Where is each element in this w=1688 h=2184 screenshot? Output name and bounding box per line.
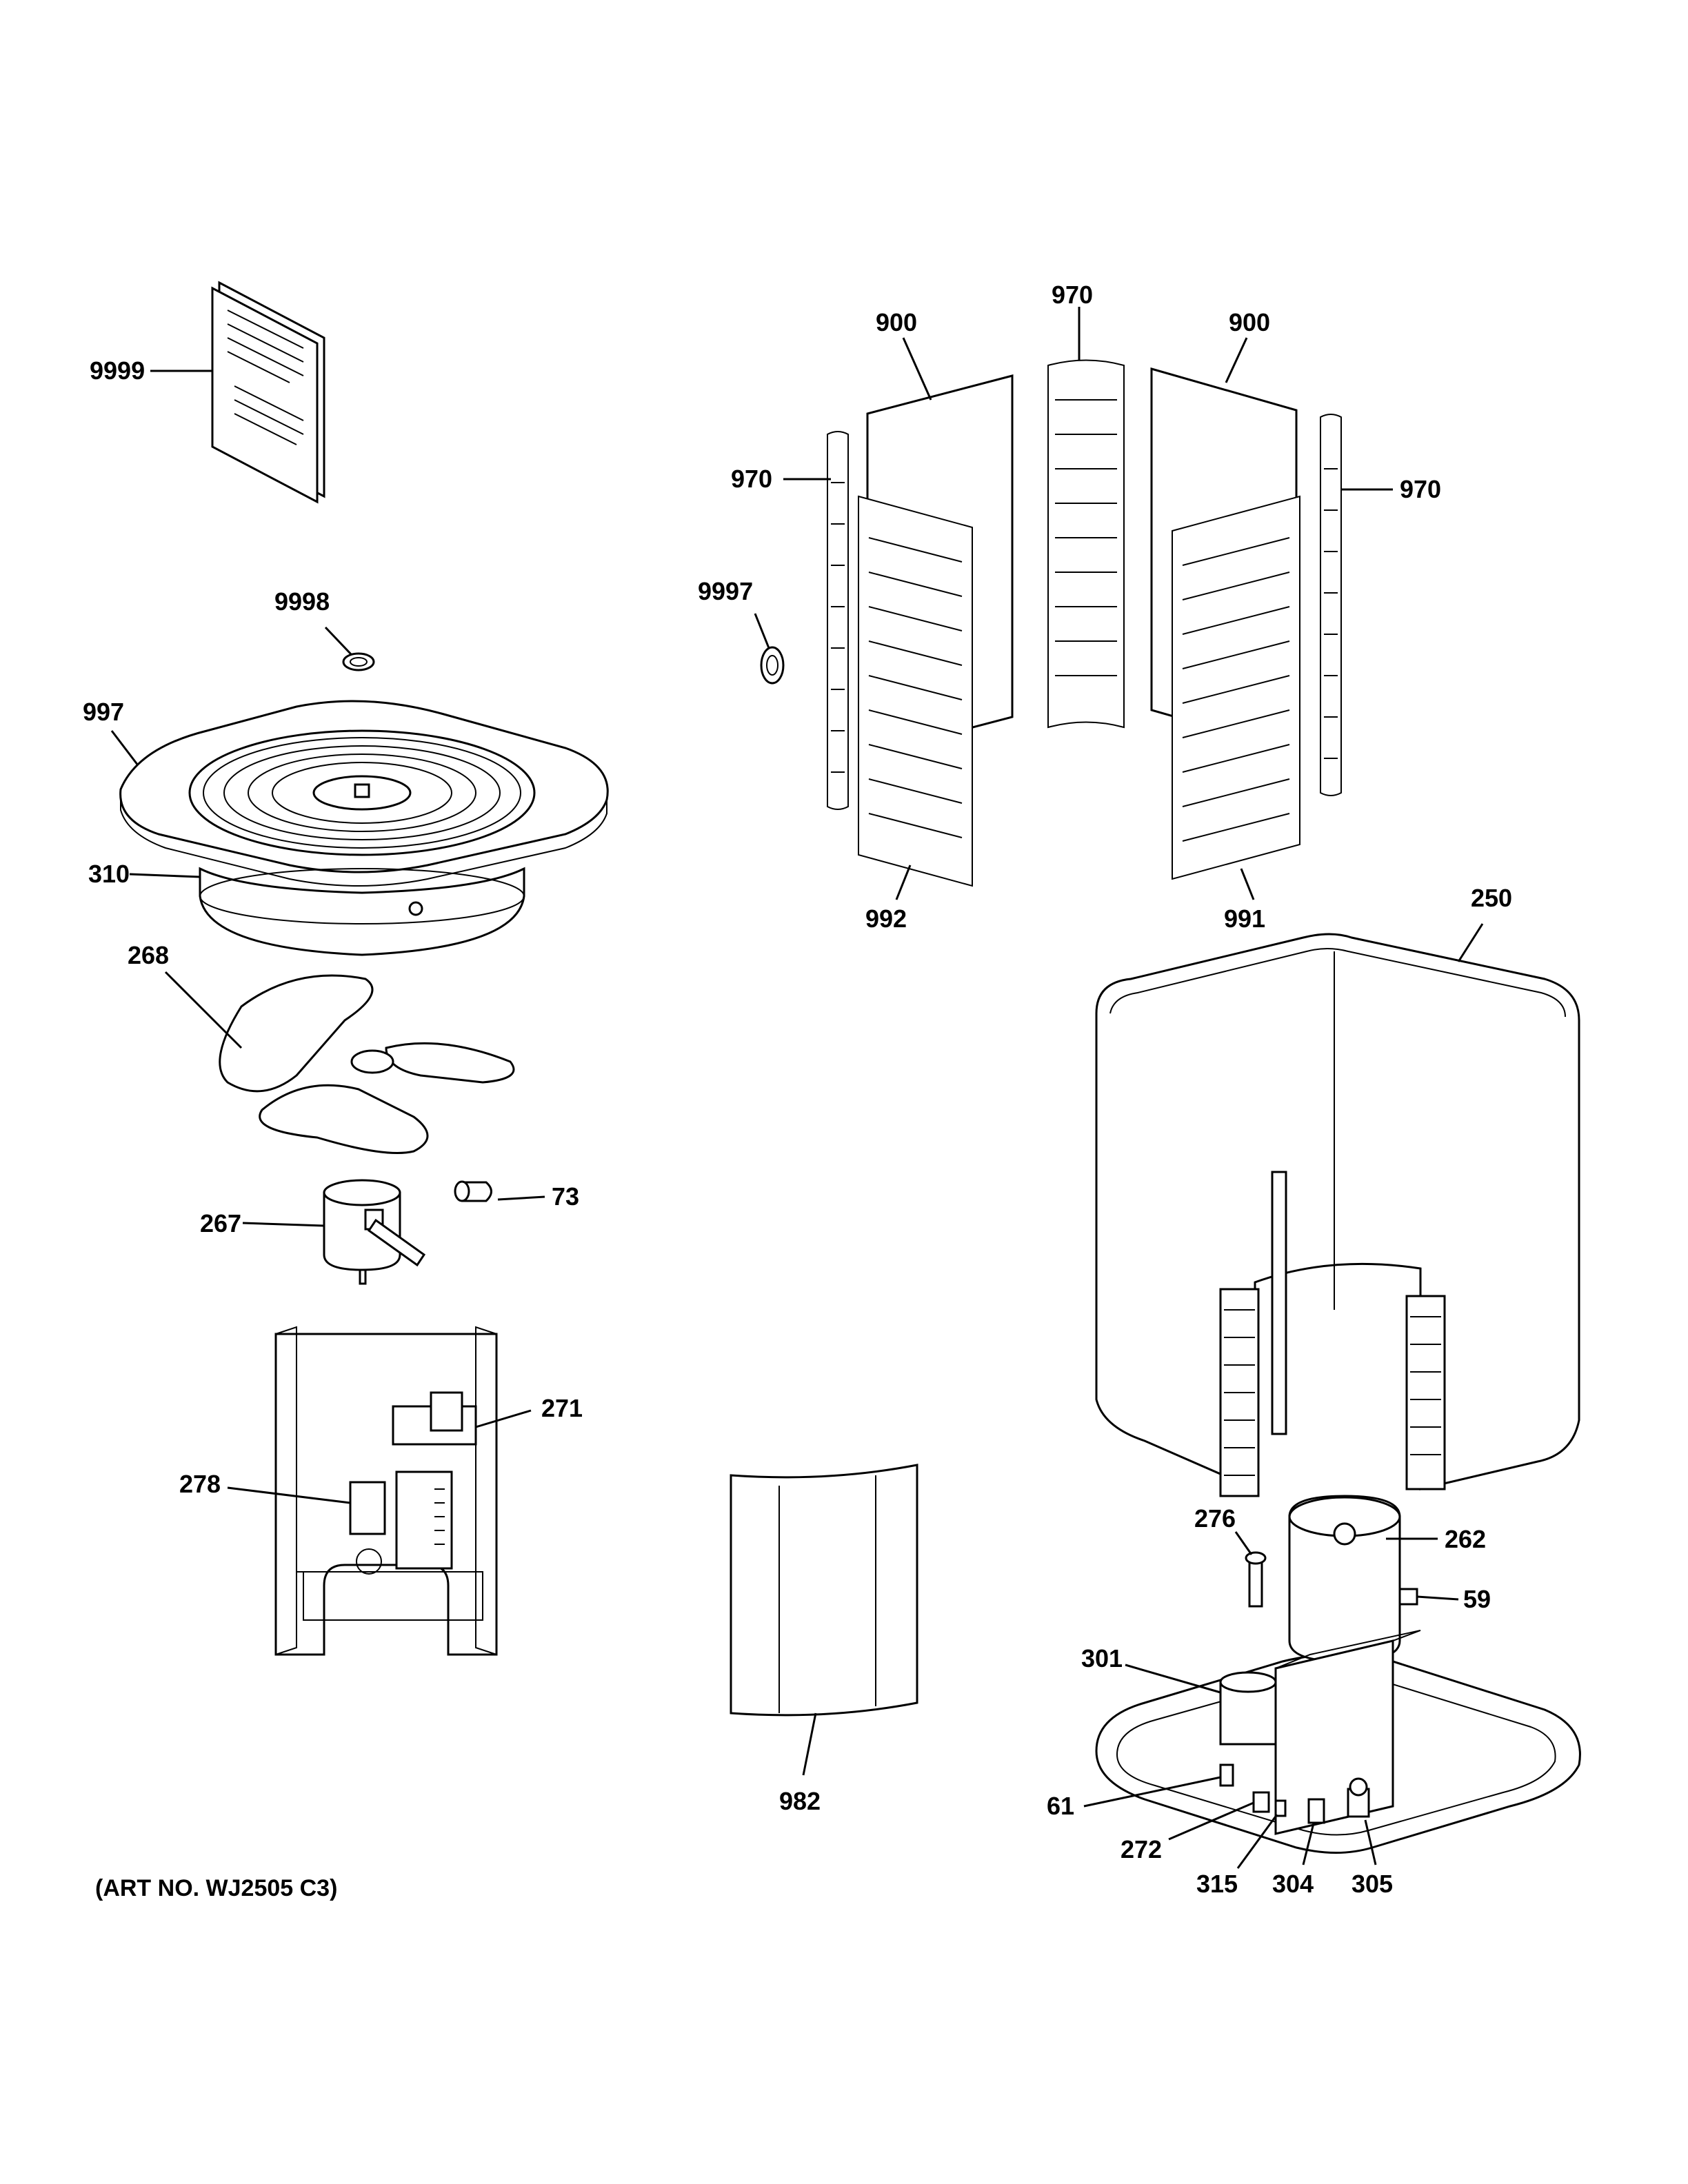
label-267: 267: [200, 1209, 241, 1237]
part-992-left-louver: [858, 495, 973, 887]
part-250-coil: [1095, 933, 1580, 1497]
part-970-right-strip: [1320, 414, 1342, 796]
label-59: 59: [1463, 1585, 1491, 1613]
part-272-switch: [1252, 1791, 1270, 1813]
label-272: 272: [1121, 1835, 1162, 1863]
label-997: 997: [83, 698, 124, 726]
leader-267: [242, 1222, 325, 1227]
part-304-valve: [1307, 1798, 1325, 1824]
label-9998: 9998: [274, 587, 330, 616]
part-control-panel: [274, 1326, 498, 1656]
label-982: 982: [779, 1787, 821, 1815]
part-991-right-louver: [1172, 495, 1300, 880]
label-304: 304: [1272, 1870, 1314, 1898]
leader-315: [1236, 1814, 1278, 1869]
part-59-fitting: [1398, 1588, 1418, 1606]
leader-61: [1083, 1776, 1221, 1808]
leader-278: [227, 1486, 351, 1504]
label-305: 305: [1352, 1870, 1393, 1898]
part-268-fan-blade: [219, 974, 515, 1154]
part-262-compressor: [1288, 1495, 1401, 1663]
label-73: 73: [552, 1182, 579, 1211]
leader-9997: [754, 613, 770, 649]
part-267-fan-motor: [323, 1179, 426, 1285]
label-9997: 9997: [698, 577, 753, 605]
label-268: 268: [128, 941, 169, 969]
leader-991: [1240, 868, 1255, 900]
label-9999: 9999: [90, 356, 145, 385]
label-276: 276: [1194, 1504, 1236, 1533]
leader-250: [1457, 923, 1484, 962]
label-970-left: 970: [731, 465, 772, 493]
part-305-valve: [1347, 1777, 1370, 1818]
label-250: 250: [1471, 884, 1512, 912]
leader-268: [164, 971, 243, 1049]
leader-982: [802, 1712, 817, 1776]
label-278: 278: [179, 1470, 221, 1498]
leader-301: [1125, 1664, 1221, 1694]
label-900-right: 900: [1229, 308, 1270, 336]
part-276-valve: [1245, 1551, 1267, 1608]
leader-305: [1364, 1819, 1377, 1866]
label-262: 262: [1445, 1525, 1486, 1553]
part-310-orifice: [199, 867, 525, 956]
label-970-top: 970: [1052, 281, 1093, 309]
label-271: 271: [541, 1394, 583, 1422]
leader-900-right: [1225, 337, 1248, 383]
part-301-drier: [1219, 1671, 1277, 1746]
leader-272: [1168, 1801, 1254, 1841]
leader-900-left: [902, 337, 932, 401]
leader-271: [475, 1409, 532, 1428]
label-61: 61: [1047, 1792, 1074, 1820]
part-970-center-strip: [1047, 359, 1125, 729]
part-61-fitting: [1219, 1763, 1234, 1787]
part-970-left-strip: [827, 431, 849, 810]
leader-276: [1234, 1531, 1253, 1555]
label-991: 991: [1224, 904, 1265, 933]
leader-997: [110, 730, 139, 766]
part-982-panel: [730, 1464, 918, 1717]
label-992: 992: [865, 904, 907, 933]
leader-9998: [324, 626, 353, 656]
leader-59: [1416, 1595, 1459, 1601]
label-970-right: 970: [1400, 475, 1441, 503]
leader-992: [895, 865, 912, 900]
part-9997-badge: [760, 646, 785, 685]
part-9998-badge: [342, 652, 375, 671]
part-315-sensor: [1274, 1799, 1287, 1817]
leader-310: [129, 873, 201, 878]
label-900-left: 900: [876, 308, 917, 336]
label-310: 310: [88, 860, 130, 888]
label-315: 315: [1196, 1870, 1238, 1898]
label-301: 301: [1081, 1644, 1123, 1672]
leader-304: [1302, 1823, 1315, 1866]
part-997-fan-grille: [119, 700, 609, 887]
art-number: (ART NO. WJ2505 C3): [95, 1875, 337, 1901]
part-9999-manual: [211, 281, 325, 504]
part-73-plug: [454, 1180, 492, 1202]
leader-73: [497, 1195, 545, 1201]
